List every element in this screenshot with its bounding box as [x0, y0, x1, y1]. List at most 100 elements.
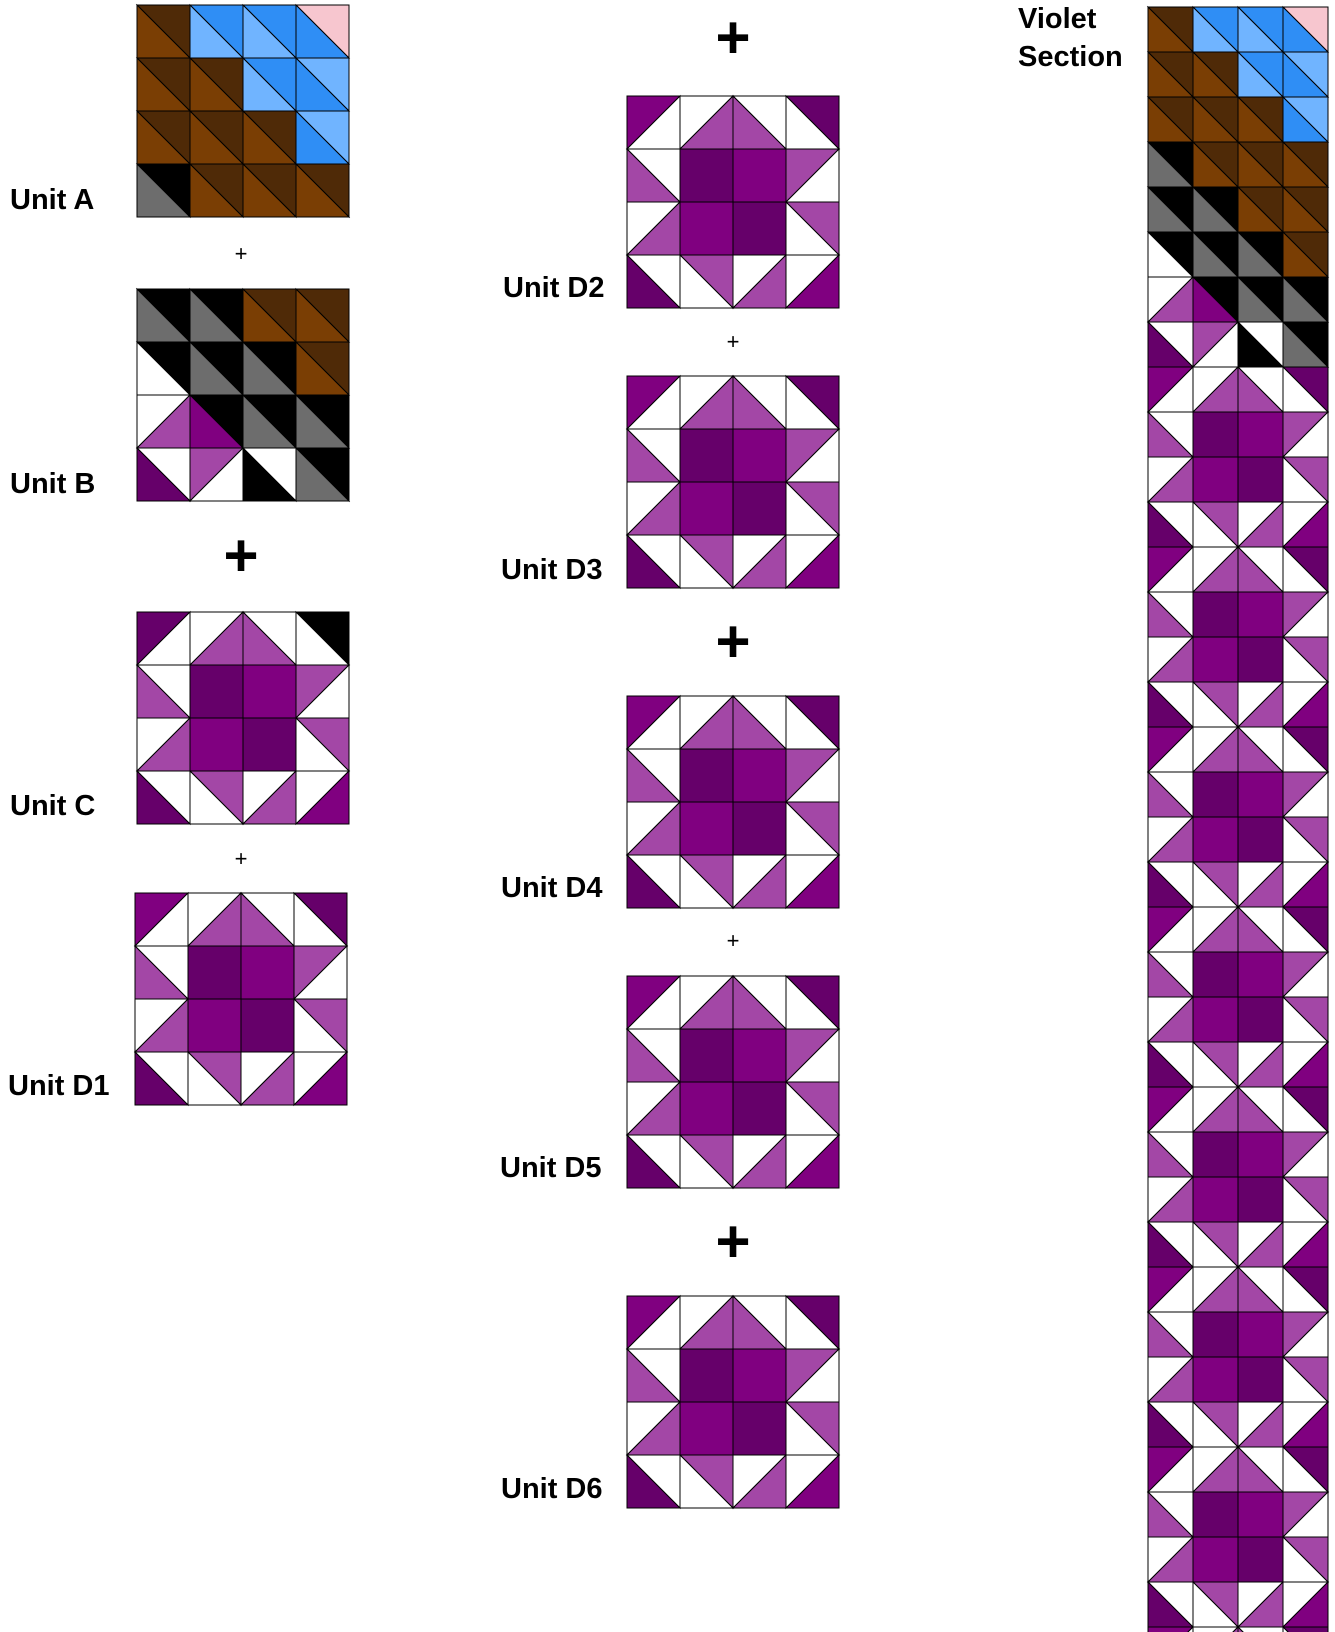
unit-d1-label: Unit D1: [8, 1072, 110, 1101]
quilt-patch: [1193, 1537, 1238, 1582]
quilt-patch: [733, 96, 786, 149]
quilt-patch: [680, 802, 733, 855]
quilt-patch: [135, 999, 188, 1052]
quilt-patch: [1193, 547, 1238, 592]
quilt-patch: [680, 482, 733, 535]
quilt-patch: [786, 1349, 839, 1402]
quilt-patch: [680, 1296, 733, 1349]
quilt-patch: [786, 1135, 839, 1188]
quilt-patch: [680, 149, 733, 202]
quilt-patch: [733, 376, 786, 429]
quilt-patch: [786, 976, 839, 1029]
unit-d3-label: Unit D3: [501, 556, 603, 585]
quilt-patch: [1193, 52, 1238, 97]
section-title-line2: Section: [1018, 38, 1123, 76]
quilt-patch: [733, 482, 786, 535]
quilt-patch: [1283, 7, 1328, 52]
quilt-patch: [243, 289, 296, 342]
quilt-patch: [243, 612, 296, 665]
quilt-patch: [243, 111, 296, 164]
quilt-patch: [627, 976, 680, 1029]
quilt-patch: [1283, 1447, 1328, 1492]
quilt-patch: [1283, 457, 1328, 502]
quilt-patch: [1238, 592, 1283, 637]
quilt-patch: [1193, 457, 1238, 502]
quilt-patch: [680, 1349, 733, 1402]
quilt-patch: [1283, 1357, 1328, 1402]
unit-c-block: [137, 612, 349, 824]
quilt-patch: [137, 58, 190, 111]
quilt-patch: [190, 448, 243, 501]
quilt-patch: [1238, 727, 1283, 772]
quilt-patch: [1148, 592, 1193, 637]
quilt-patch: [627, 255, 680, 308]
quilt-patch: [786, 255, 839, 308]
quilt-patch: [190, 5, 243, 58]
quilt-patch: [241, 946, 294, 999]
quilt-patch: [627, 1082, 680, 1135]
quilt-patch: [680, 696, 733, 749]
unit-d6-label: Unit D6: [501, 1475, 603, 1504]
quilt-patch: [1193, 142, 1238, 187]
quilt-patch: [1148, 1177, 1193, 1222]
quilt-patch: [733, 255, 786, 308]
quilt-patch: [627, 1135, 680, 1188]
quilt-patch: [1193, 907, 1238, 952]
quilt-patch: [296, 111, 349, 164]
quilt-patch: [1238, 187, 1283, 232]
quilt-patch: [296, 164, 349, 217]
quilt-patch: [733, 149, 786, 202]
unit-d2-block: [627, 96, 839, 308]
quilt-patch: [680, 1029, 733, 1082]
plus-sign: +: [715, 612, 750, 672]
quilt-patch: [1148, 187, 1193, 232]
quilt-patch: [296, 771, 349, 824]
quilt-patch: [1283, 727, 1328, 772]
quilt-patch: [137, 718, 190, 771]
quilt-patch: [1148, 907, 1193, 952]
quilt-patch: [243, 665, 296, 718]
quilt-patch: [1283, 187, 1328, 232]
quilt-patch: [786, 1082, 839, 1135]
quilt-patch: [1193, 772, 1238, 817]
quilt-patch: [1238, 547, 1283, 592]
quilt-patch: [1148, 1627, 1193, 1632]
quilt-patch: [1148, 1582, 1193, 1627]
quilt-patch: [680, 535, 733, 588]
quilt-patch: [627, 149, 680, 202]
unit-a-label: Unit A: [10, 186, 94, 215]
plus-sign: +: [223, 526, 258, 586]
quilt-patch: [243, 342, 296, 395]
quilt-patch: [1283, 862, 1328, 907]
quilt-patch: [1148, 52, 1193, 97]
quilt-patch: [294, 1052, 347, 1105]
quilt-patch: [1238, 1357, 1283, 1402]
quilt-patch: [1148, 367, 1193, 412]
quilt-patch: [1238, 1402, 1283, 1447]
quilt-patch: [1193, 1177, 1238, 1222]
quilt-patch: [733, 1349, 786, 1402]
unit-d6-block: [627, 1296, 839, 1508]
quilt-patch: [1193, 1267, 1238, 1312]
quilt-patch: [1148, 1132, 1193, 1177]
quilt-patch: [1283, 682, 1328, 727]
quilt-patch: [294, 893, 347, 946]
quilt-patch: [1283, 1087, 1328, 1132]
quilt-patch: [1238, 457, 1283, 502]
quilt-patch: [1283, 97, 1328, 142]
quilt-patch: [786, 376, 839, 429]
quilt-patch: [1148, 142, 1193, 187]
quilt-patch: [296, 448, 349, 501]
quilt-patch: [680, 96, 733, 149]
quilt-patch: [190, 111, 243, 164]
quilt-patch: [1238, 232, 1283, 277]
quilt-patch: [1238, 7, 1283, 52]
quilt-patch: [188, 1052, 241, 1105]
unit-c-label: Unit C: [10, 792, 95, 821]
quilt-patch: [1193, 637, 1238, 682]
quilt-patch: [1193, 952, 1238, 997]
unit-d2-label: Unit D2: [503, 274, 605, 303]
quilt-patch: [1283, 1222, 1328, 1267]
quilt-patch: [1238, 817, 1283, 862]
unit-a-block: [137, 5, 349, 217]
